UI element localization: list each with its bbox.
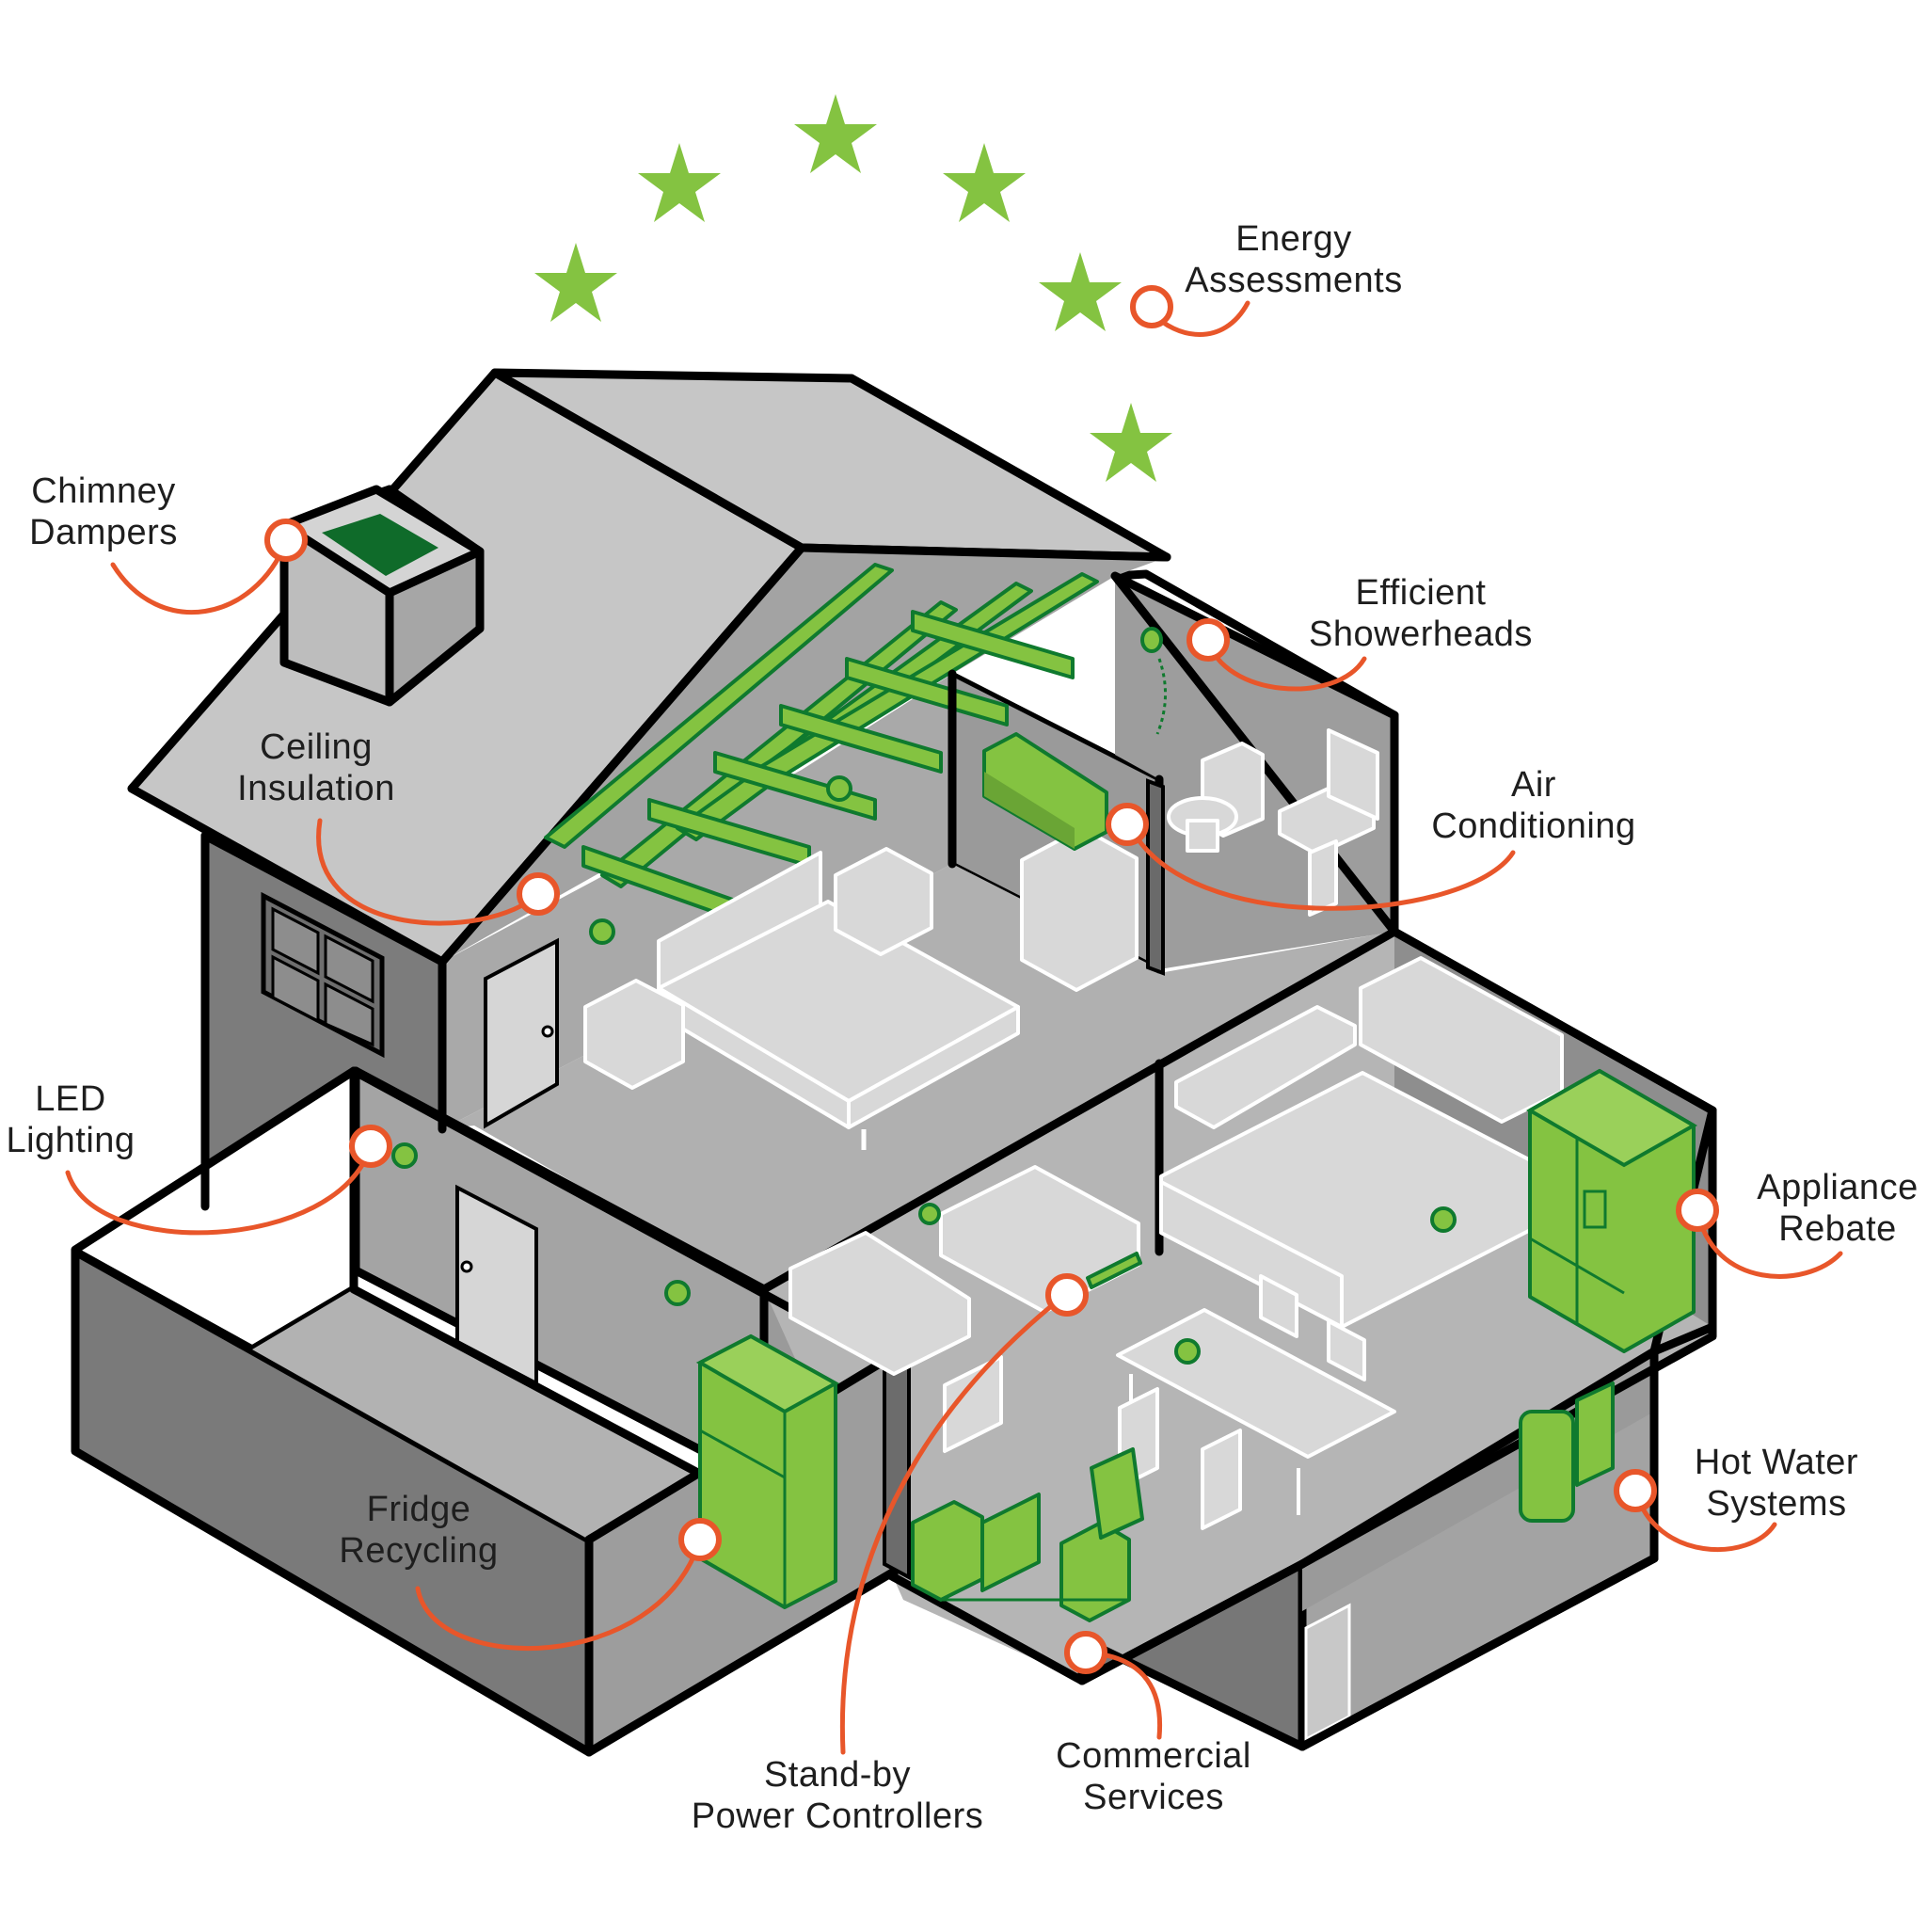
chimney: [279, 485, 485, 707]
green-appliances: [391, 627, 1698, 1622]
callout-dots: [264, 285, 1719, 1674]
callout-dot-icon: [1186, 618, 1230, 662]
led-bulb-icon: [1430, 1206, 1457, 1233]
callout-line-ceiling: [316, 818, 541, 926]
label-hot-water-systems: Hot Water Systems: [1694, 1443, 1859, 1524]
callout-line-fridge: [415, 1537, 703, 1652]
callout-dot-icon: [1064, 1631, 1107, 1674]
callout-dot-icon: [1614, 1469, 1657, 1512]
star-icon: [638, 143, 721, 222]
showerhead-icon: [1140, 627, 1167, 735]
star-icon: [1090, 403, 1172, 482]
rating-stars: [534, 94, 1172, 482]
star-icon: [1039, 252, 1122, 331]
led-bulb-icon: [391, 1142, 418, 1169]
callout-line-hotwater: [1632, 1488, 1777, 1553]
label-energy-assessments: Energy Assessments: [1185, 219, 1403, 300]
label-air-conditioning: Air Conditioning: [1431, 765, 1636, 846]
callout-line-standby: [839, 1292, 1068, 1755]
callout-dot-icon: [264, 519, 308, 562]
callout-dot-icon: [1130, 285, 1173, 328]
label-commercial-services: Commercial Services: [1056, 1736, 1251, 1817]
hot-water-icon: [1519, 1381, 1615, 1523]
led-bulb-icon: [1174, 1338, 1201, 1365]
toilet: [1167, 742, 1265, 853]
old-fridge-icon: [695, 1333, 840, 1609]
label-led-lighting: LED Lighting: [6, 1079, 135, 1160]
callout-dot-icon: [1676, 1189, 1719, 1232]
fridge-icon: [1525, 1068, 1698, 1353]
callout-line-appliance: [1695, 1207, 1843, 1279]
led-bulb-icon: [826, 775, 852, 802]
callout-dot-icon: [349, 1125, 392, 1168]
callout-dot-icon: [1045, 1273, 1089, 1317]
office-desk-icon: [911, 1447, 1144, 1622]
label-appliance-rebate: Appliance Rebate: [1757, 1168, 1919, 1249]
star-icon: [794, 94, 877, 173]
door: [484, 937, 559, 1129]
callout-dot-icon: [1106, 803, 1149, 846]
callout-dot-icon: [678, 1518, 722, 1561]
star-icon: [534, 243, 617, 322]
callout-line-led: [65, 1143, 374, 1236]
label-ceiling-insulation: Ceiling Insulation: [237, 727, 395, 808]
led-bulb-icon: [918, 1203, 941, 1225]
ceiling-insulation-beams: [544, 563, 1099, 924]
air-conditioner-icon: [982, 732, 1108, 851]
callout-line-chimney: [110, 539, 289, 615]
window: [261, 891, 385, 1059]
callout-dot-icon: [517, 872, 560, 916]
label-chimney-dampers: Chimney Dampers: [29, 471, 178, 552]
star-icon: [943, 143, 1026, 222]
callout-line-ac: [1126, 822, 1516, 911]
led-bulb-icon: [589, 918, 615, 945]
bed: [657, 851, 1020, 1150]
house-structure: [71, 368, 1717, 1757]
led-bulb-icon: [664, 1280, 691, 1306]
label-stand-by-power-controllers: Stand-by Power Controllers: [691, 1755, 984, 1836]
label-fridge-recycling: Fridge Recycling: [339, 1490, 499, 1571]
label-efficient-showerheads: Efficient Showerheads: [1309, 573, 1533, 654]
power-strip-icon: [1086, 1252, 1142, 1289]
